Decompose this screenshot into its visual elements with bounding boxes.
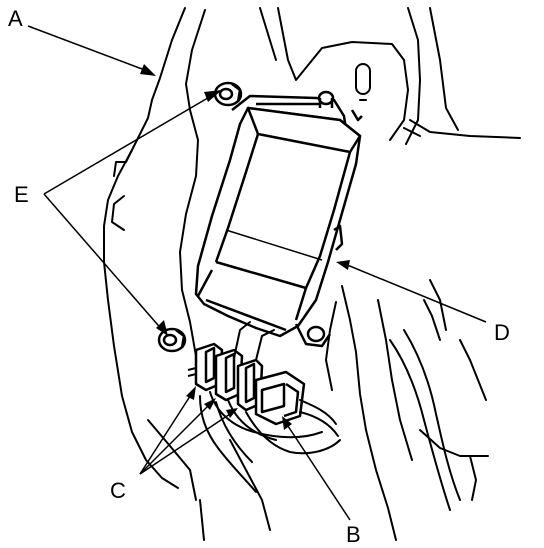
leader-lines [27,25,487,521]
callout-d: D [494,320,510,345]
connector-b [254,370,306,426]
callout-a: A [8,6,23,31]
nut-upper [213,81,243,107]
control-unit [194,90,363,348]
callout-b: B [346,522,361,547]
body-pillar [103,7,521,541]
nut-lower [157,327,187,353]
callout-c: C [110,478,126,503]
arrowheads [140,64,350,430]
connector-2 [214,348,244,402]
callout-e: E [14,182,29,207]
